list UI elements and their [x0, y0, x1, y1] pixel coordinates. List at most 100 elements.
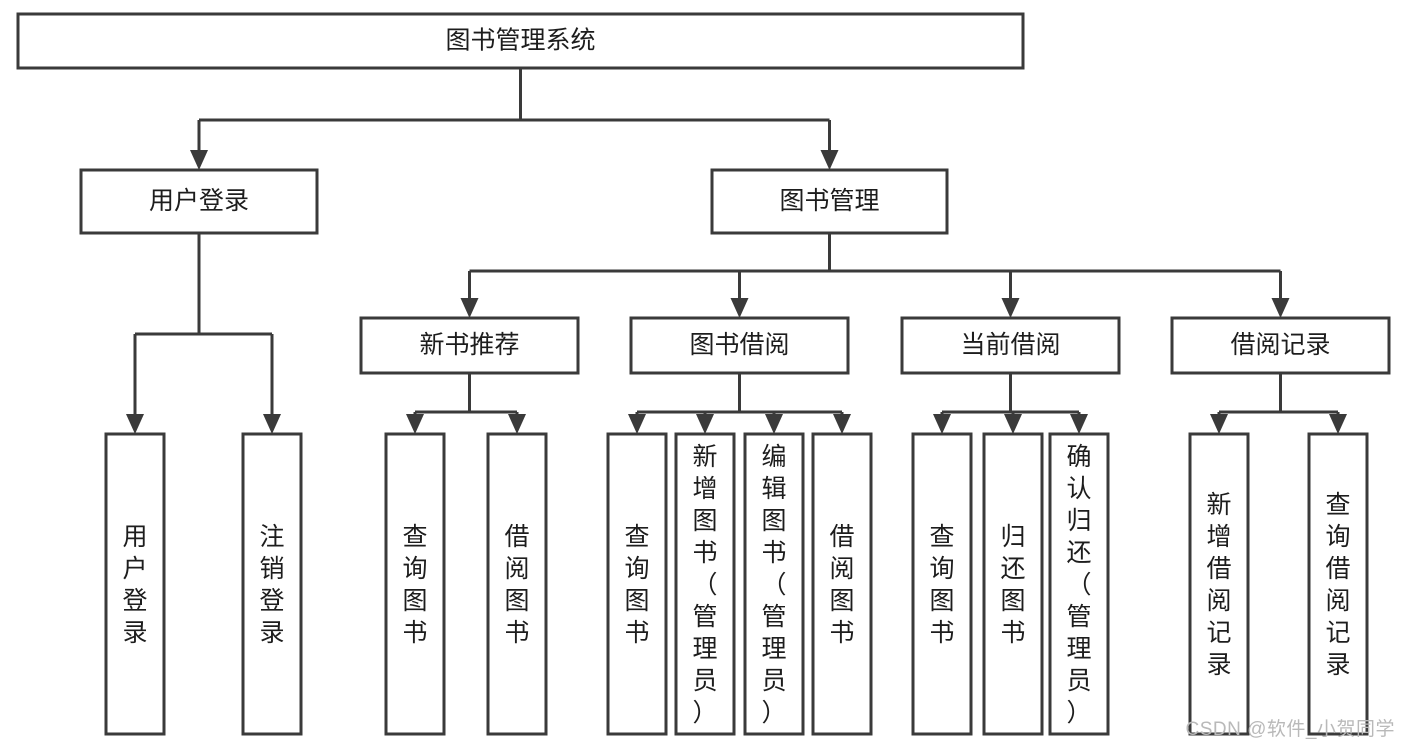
node-label-char: 还: [1000, 555, 1025, 583]
node-label-char: 借: [504, 523, 529, 551]
node-label-char: 图: [929, 587, 954, 615]
connector-group-l2_3: [1210, 373, 1347, 434]
node-box: [982, 432, 1044, 736]
node-box: [900, 316, 1121, 375]
node-label-char: 图: [402, 587, 427, 615]
node-box: [1188, 432, 1250, 736]
node-label: 图书管理系统: [445, 27, 595, 55]
node-label-char: ）: [1066, 699, 1091, 727]
node-label: 用户登录: [149, 187, 249, 215]
node-label-char: 查: [929, 523, 954, 551]
node-leaf_7[interactable]: 借阅图书: [811, 432, 873, 736]
node-label: 确认归还（管理员）: [1066, 443, 1091, 727]
connector-group-l2_2: [933, 373, 1088, 434]
node-l2_0[interactable]: 新书推荐: [359, 316, 580, 375]
node-label: 查询图书: [402, 523, 427, 647]
node-label-char: 还: [1066, 539, 1091, 567]
node-label-char: 借: [1206, 555, 1231, 583]
node-label-char: 员: [692, 667, 717, 695]
node-label: 新书推荐: [419, 331, 519, 359]
node-label-char: 询: [1325, 523, 1350, 551]
node-leaf_2[interactable]: 查询图书: [384, 432, 446, 736]
arrow-head-icon: [126, 414, 144, 434]
node-label-char: 编: [761, 443, 786, 471]
node-l1_1[interactable]: 图书管理: [710, 168, 949, 235]
arrow-head-icon: [820, 150, 839, 170]
node-label-char: 辑: [761, 475, 786, 503]
node-label-char: 注: [259, 523, 284, 551]
node-leaf_12[interactable]: 查询借阅记录: [1307, 432, 1369, 736]
arrow-head-icon: [1271, 298, 1290, 318]
node-label-char: 认: [1066, 475, 1091, 503]
node-root[interactable]: 图书管理系统: [16, 12, 1025, 70]
node-label-char: 查: [402, 523, 427, 551]
node-leaf_0[interactable]: 用户登录: [104, 432, 166, 736]
node-leaf_4[interactable]: 查询图书: [606, 432, 668, 736]
node-label-char: 书: [929, 619, 954, 647]
node-label-char: 阅: [829, 555, 854, 583]
node-label: 图书管理: [779, 187, 879, 215]
node-label-char: （: [692, 571, 717, 599]
node-l2_3[interactable]: 借阅记录: [1170, 316, 1391, 375]
node-label-char: 阅: [1325, 587, 1350, 615]
node-label-char: 增: [692, 475, 717, 503]
node-label-char: 图: [624, 587, 649, 615]
node-label-char: ）: [692, 699, 717, 727]
node-label-char: （: [761, 571, 786, 599]
node-label-char: 借: [1325, 555, 1350, 583]
connector-group-root: [190, 68, 839, 170]
node-leaf_11[interactable]: 新增借阅记录: [1188, 432, 1250, 736]
node-label-char: 理: [761, 635, 786, 663]
arrow-head-icon: [1329, 414, 1347, 434]
node-label: 图书借阅: [689, 331, 789, 359]
node-leaf_3[interactable]: 借阅图书: [486, 432, 548, 736]
arrow-head-icon: [1210, 414, 1228, 434]
node-box: [384, 432, 446, 736]
arrow-head-icon: [190, 150, 208, 170]
node-leaf_8[interactable]: 查询图书: [911, 432, 973, 736]
node-label-char: 图: [761, 507, 786, 535]
node-label: 查询借阅记录: [1325, 491, 1350, 679]
connector-layer: [126, 68, 1347, 434]
node-l2_2[interactable]: 当前借阅: [900, 316, 1121, 375]
node-box: [486, 432, 548, 736]
connector-group-l1_1: [460, 233, 1290, 318]
node-label: 归还图书: [1000, 523, 1025, 647]
node-label-char: 书: [761, 539, 786, 567]
node-label-char: 员: [761, 667, 786, 695]
node-leaf_9[interactable]: 归还图书: [982, 432, 1044, 736]
node-label: 新增图书（管理员）: [692, 443, 717, 727]
node-label-char: 登: [259, 587, 284, 615]
node-label-char: 询: [402, 555, 427, 583]
node-label-char: 阅: [504, 555, 529, 583]
node-label-char: 销: [259, 555, 284, 583]
node-label: 用户登录: [122, 523, 147, 647]
node-leaf_10[interactable]: 确认归还（管理员）: [1048, 432, 1110, 736]
connector-group-l2_0: [406, 373, 526, 434]
node-box: [674, 432, 736, 736]
node-label-char: 用: [122, 523, 147, 551]
arrow-head-icon: [1070, 414, 1088, 434]
node-label-char: 书: [624, 619, 649, 647]
node-leaf_1[interactable]: 注销登录: [241, 432, 303, 736]
node-label-char: 管: [692, 603, 717, 631]
node-l2_1[interactable]: 图书借阅: [629, 316, 850, 375]
node-label-char: 图: [692, 507, 717, 535]
node-box: [811, 432, 873, 736]
node-leaf_6[interactable]: 编辑图书（管理员）: [743, 432, 805, 736]
node-label-char: 户: [122, 555, 147, 583]
node-l1_0[interactable]: 用户登录: [79, 168, 319, 235]
arrow-head-icon: [1001, 298, 1020, 318]
node-label: 新增借阅记录: [1206, 491, 1231, 679]
node-label: 借阅图书: [829, 523, 854, 647]
node-box: [606, 432, 668, 736]
node-label-char: 记: [1206, 619, 1231, 647]
node-box: [16, 12, 1025, 70]
node-label-char: 书: [402, 619, 427, 647]
node-box: [743, 432, 805, 736]
arrow-head-icon: [508, 414, 526, 434]
node-leaf_5[interactable]: 新增图书（管理员）: [674, 432, 736, 736]
node-label-char: 新: [1206, 491, 1231, 519]
